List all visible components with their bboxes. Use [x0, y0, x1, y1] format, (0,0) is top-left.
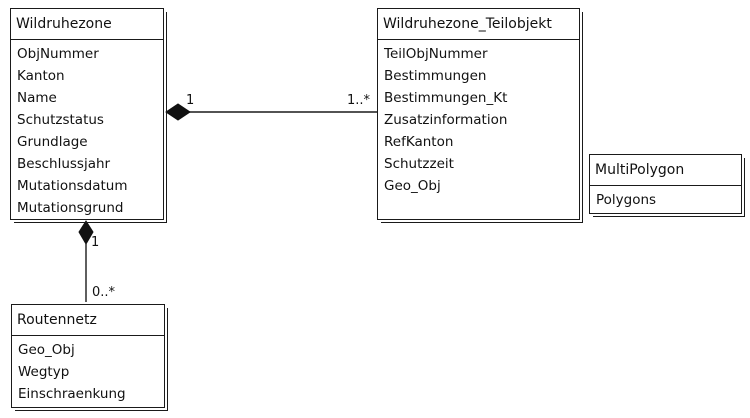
attribute: Mutationsdatum: [17, 178, 128, 194]
class-wildruhezone[interactable]: Wildruhezone ObjNummer Kanton Name Schut…: [10, 8, 167, 223]
attribute: Mutationsgrund: [17, 200, 124, 216]
attribute: Polygons: [596, 192, 657, 208]
attribute: Grundlage: [17, 134, 88, 150]
class-multipolygon[interactable]: MultiPolygon Polygons: [589, 154, 745, 217]
class-title: Wildruhezone: [11, 9, 163, 40]
attribute: Wegtyp: [18, 364, 70, 380]
attribute: Bestimmungen_Kt: [384, 90, 508, 106]
attribute: Beschlussjahr: [17, 156, 111, 172]
class-title: Routennetz: [12, 305, 164, 336]
attribute: RefKanton: [384, 134, 454, 150]
multiplicity-zone-teilobjekt-source: 1: [186, 93, 195, 108]
class-wildruhezone-teilobjekt[interactable]: Wildruhezone_Teilobjekt TeilObjNummer Be…: [377, 8, 583, 223]
attribute-list: ObjNummer Kanton Name Schutzstatus Grund…: [11, 40, 163, 219]
attribute: Einschraenkung: [18, 386, 126, 402]
class-routennetz[interactable]: Routennetz Geo_Obj Wegtyp Einschraenkung: [11, 304, 168, 411]
attribute: Name: [17, 90, 57, 106]
class-title: MultiPolygon: [590, 155, 741, 186]
attribute: Zusatzinformation: [384, 112, 508, 128]
attribute: Geo_Obj: [18, 342, 75, 358]
attribute-list: TeilObjNummer Bestimmungen Bestimmungen_…: [378, 40, 579, 197]
composition-diamond-zone-teilobjekt: [165, 103, 191, 121]
class-title: Wildruhezone_Teilobjekt: [378, 9, 579, 40]
multiplicity-zone-teilobjekt-target: 1..*: [347, 93, 371, 108]
attribute: Kanton: [17, 68, 65, 84]
multiplicity-zone-routennetz-source: 1: [91, 235, 100, 250]
composition-diamond-zone-routennetz: [78, 220, 94, 245]
attribute-list: Polygons: [590, 186, 741, 211]
attribute: TeilObjNummer: [384, 46, 488, 62]
attribute: Geo_Obj: [384, 178, 441, 194]
attribute: Schutzzeit: [384, 156, 454, 172]
attribute: Bestimmungen: [384, 68, 487, 84]
attribute: ObjNummer: [17, 46, 99, 62]
attribute-list: Geo_Obj Wegtyp Einschraenkung: [12, 336, 164, 405]
multiplicity-zone-routennetz-target: 0..*: [92, 285, 116, 300]
attribute: Schutzstatus: [17, 112, 104, 128]
